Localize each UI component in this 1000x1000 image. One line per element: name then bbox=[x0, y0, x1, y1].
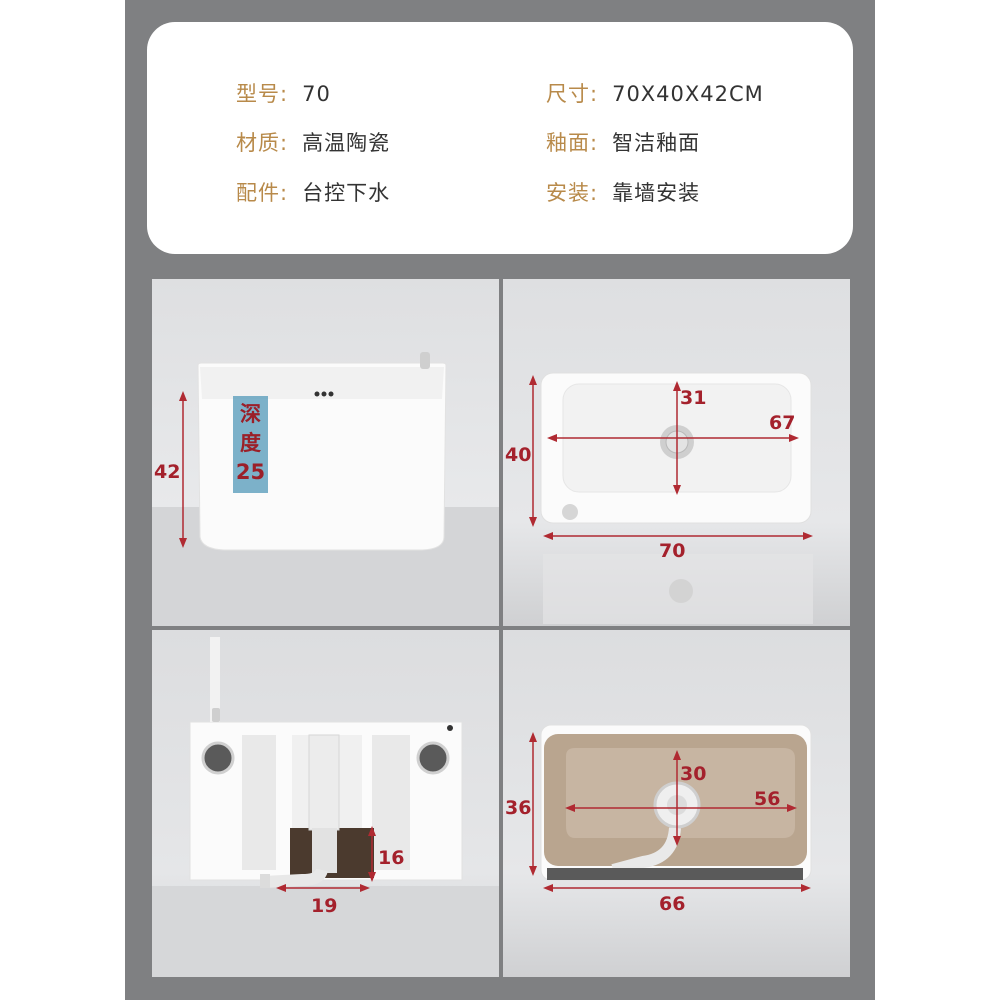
top-view-sink-illustration bbox=[503, 279, 850, 626]
spec-accessory-value: 台控下水 bbox=[302, 181, 391, 205]
depth-label: 深度 bbox=[240, 402, 261, 455]
spec-glaze: 釉面: 智洁釉面 bbox=[546, 127, 700, 157]
top-inner-width-dimension: 67 bbox=[769, 412, 796, 434]
bottom-height-dimension: 36 bbox=[505, 797, 532, 819]
depth-annotation: 深度 25 bbox=[233, 400, 268, 487]
spec-size-label: 尺寸: bbox=[546, 82, 599, 106]
bottom-inner-width-dimension: 56 bbox=[754, 788, 781, 810]
spec-material: 材质: 高温陶瓷 bbox=[236, 127, 390, 157]
top-depth-dimension: 40 bbox=[505, 444, 532, 466]
depth-highlight bbox=[233, 396, 268, 493]
top-view-panel: 31 67 40 70 bbox=[503, 279, 850, 626]
depth-value: 25 bbox=[235, 460, 266, 484]
spec-glaze-value: 智洁釉面 bbox=[612, 131, 701, 155]
spec-installation-label: 安装: bbox=[546, 181, 599, 205]
back-view-sink-illustration bbox=[152, 630, 499, 977]
front-height-dimension: 42 bbox=[154, 461, 181, 483]
spec-model: 型号: 70 bbox=[236, 78, 331, 108]
bottom-view-panel: 30 56 36 66 bbox=[503, 630, 850, 977]
front-view-sink-illustration bbox=[152, 279, 499, 626]
back-drain-height-dimension: 16 bbox=[378, 847, 405, 869]
spec-size: 尺寸: 70X40X42CM bbox=[546, 78, 764, 108]
spec-model-label: 型号: bbox=[236, 82, 289, 106]
bottom-inner-depth-dimension: 30 bbox=[680, 763, 707, 785]
spec-installation-value: 靠墙安装 bbox=[612, 181, 701, 205]
back-drain-offset-dimension: 19 bbox=[311, 895, 338, 917]
spec-accessory: 配件: 台控下水 bbox=[236, 177, 390, 207]
spec-size-value: 70X40X42CM bbox=[612, 82, 764, 106]
spec-model-value: 70 bbox=[302, 82, 331, 106]
spec-installation: 安装: 靠墙安装 bbox=[546, 177, 700, 207]
top-inner-depth-dimension: 31 bbox=[680, 387, 707, 409]
bottom-view-sink-illustration bbox=[503, 630, 850, 977]
spec-card bbox=[147, 22, 853, 254]
spec-accessory-label: 配件: bbox=[236, 181, 289, 205]
spec-material-label: 材质: bbox=[236, 131, 289, 155]
back-view-panel: 16 19 bbox=[152, 630, 499, 977]
bottom-width-dimension: 66 bbox=[659, 893, 686, 915]
top-width-dimension: 70 bbox=[659, 540, 686, 562]
spec-material-value: 高温陶瓷 bbox=[302, 131, 391, 155]
front-view-panel: 深度 25 42 bbox=[152, 279, 499, 626]
spec-glaze-label: 釉面: bbox=[546, 131, 599, 155]
